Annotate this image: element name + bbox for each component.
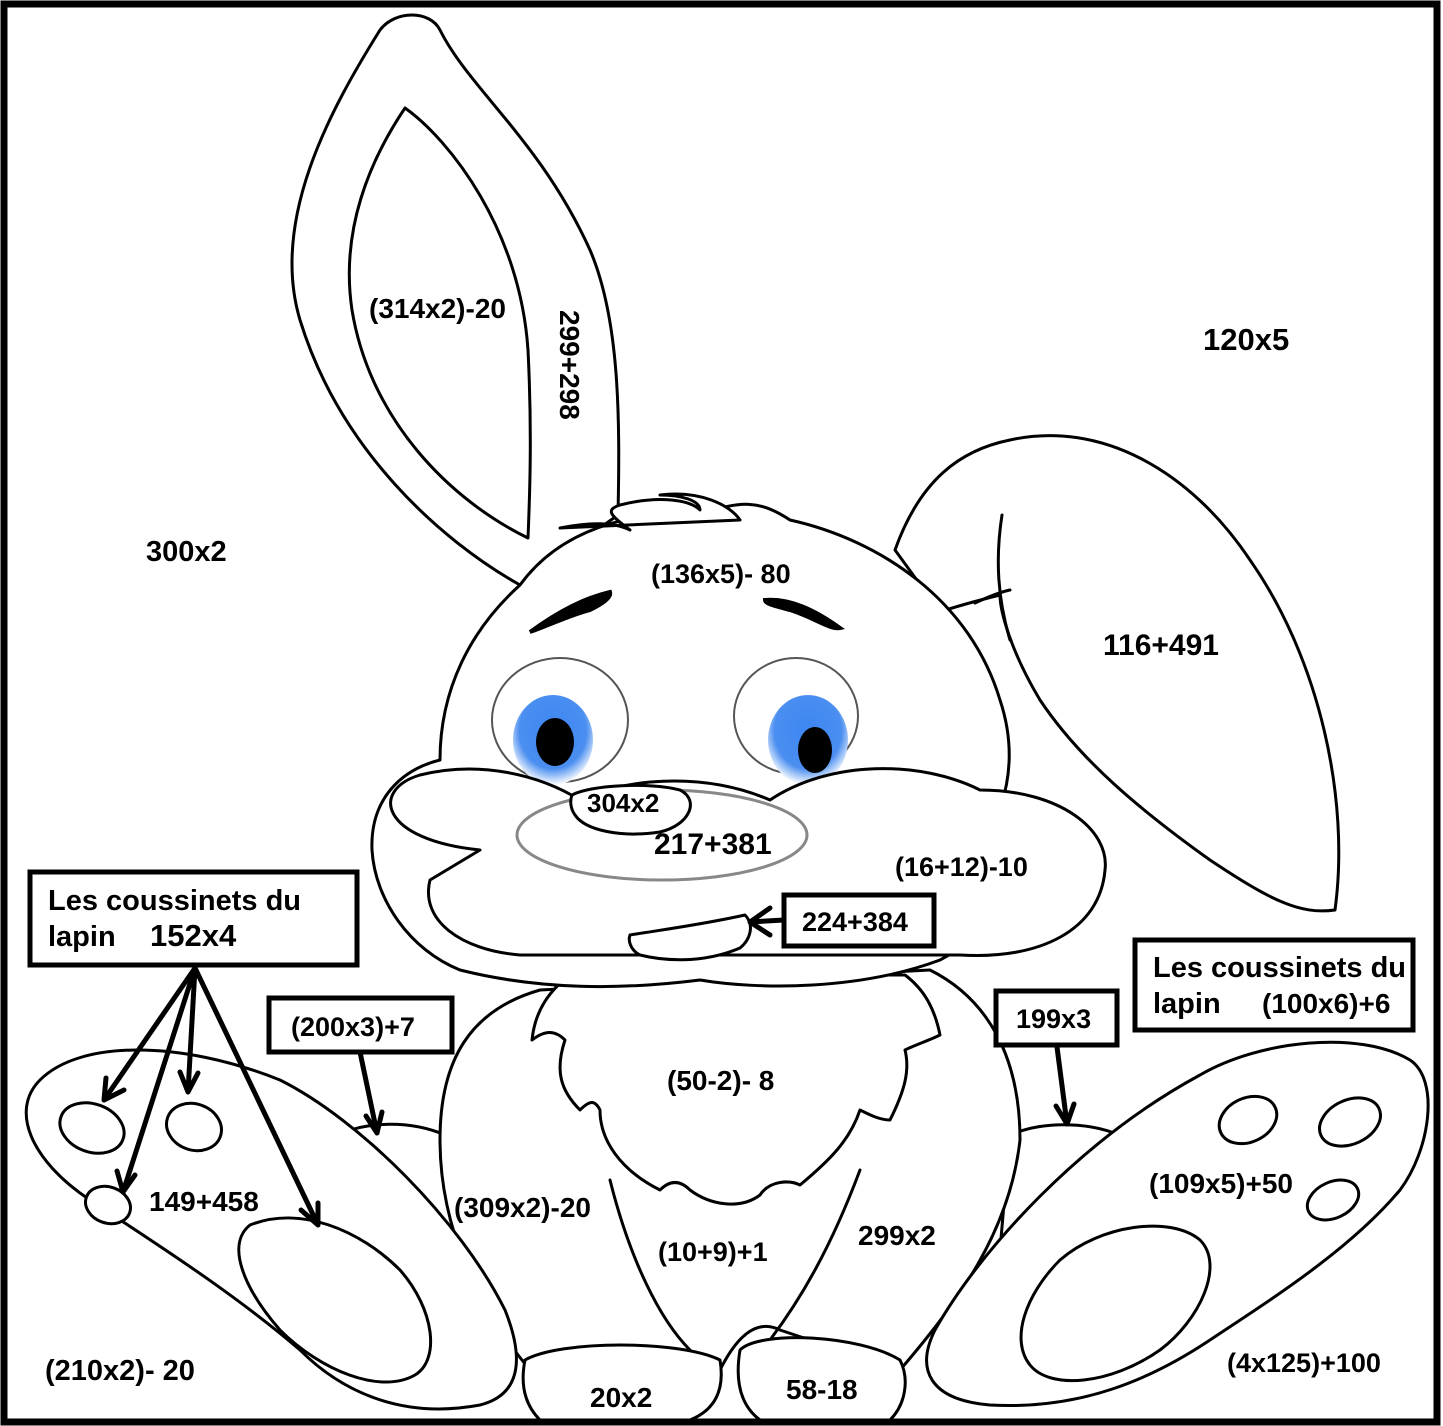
left-pads-box: Les coussinets du lapin 152x4	[27, 869, 360, 968]
label-belly: (10+9)+1	[658, 1237, 768, 1267]
chest-fluff[interactable]	[530, 973, 942, 1206]
leg-left-box-label: (200x3)+7	[291, 1012, 415, 1042]
right-foot[interactable]	[925, 1040, 1430, 1408]
left-pads-box-line2: lapin	[48, 921, 116, 953]
label-sky-left: 300x2	[146, 536, 227, 568]
right-ear[interactable]	[893, 434, 1341, 913]
right-eyebrow	[762, 597, 845, 631]
label-body-left: (309x2)-20	[454, 1192, 591, 1223]
label-sky-right: 120x5	[1203, 322, 1289, 357]
leg-left-box: (200x3)+7	[266, 995, 455, 1055]
tongue-box-label: 224+384	[802, 907, 908, 937]
label-head: (136x5)- 80	[651, 559, 791, 589]
label-muzzle: 217+381	[654, 828, 772, 861]
label-ear-outer-left: 299+298	[554, 310, 585, 420]
label-foot-right-pads: (109x5)+50	[1149, 1168, 1293, 1199]
tongue-box: 224+384	[781, 892, 937, 949]
label-chest: (50-2)- 8	[667, 1065, 774, 1096]
label-toe-left: 20x2	[590, 1382, 652, 1413]
label-body-right: 299x2	[858, 1220, 936, 1251]
right-pads-box: Les coussinets du lapin (100x6)+6	[1132, 937, 1416, 1033]
label-ear-right: 116+491	[1103, 629, 1219, 662]
left-eyebrow	[528, 589, 613, 634]
left-pads-box-value: 152x4	[150, 918, 237, 953]
label-toe-right: 58-18	[786, 1374, 858, 1405]
left-foot[interactable]	[24, 1048, 518, 1411]
right-pads-box-line1: Les coussinets du	[1153, 952, 1406, 984]
left-toe[interactable]	[521, 1343, 723, 1422]
label-ground-left: (210x2)- 20	[45, 1355, 195, 1387]
left-pads-box-line1: Les coussinets du	[48, 885, 301, 917]
label-foot-left-heel: 149+458	[149, 1186, 259, 1217]
left-ear[interactable]	[290, 13, 621, 587]
nose[interactable]	[569, 783, 692, 836]
label-ground-right: (4x125)+100	[1227, 1348, 1381, 1378]
arrows	[101, 905, 1077, 1228]
label-cheek-right: (16+12)-10	[895, 852, 1028, 882]
left-ear-inner[interactable]	[347, 106, 532, 540]
right-pads-box-value: (100x6)+6	[1262, 988, 1390, 1019]
label-nose: 304x2	[587, 788, 659, 818]
tongue[interactable]	[627, 913, 752, 962]
leg-right-box: 199x3	[993, 988, 1120, 1048]
label-ear-inner-left: (314x2)-20	[369, 293, 506, 324]
right-eye[interactable]	[733, 657, 859, 785]
right-toe[interactable]	[736, 1336, 907, 1422]
leg-right-box-label: 199x3	[1016, 1004, 1091, 1034]
left-eye[interactable]	[491, 657, 629, 785]
right-pads-box-line2: lapin	[1153, 988, 1221, 1020]
